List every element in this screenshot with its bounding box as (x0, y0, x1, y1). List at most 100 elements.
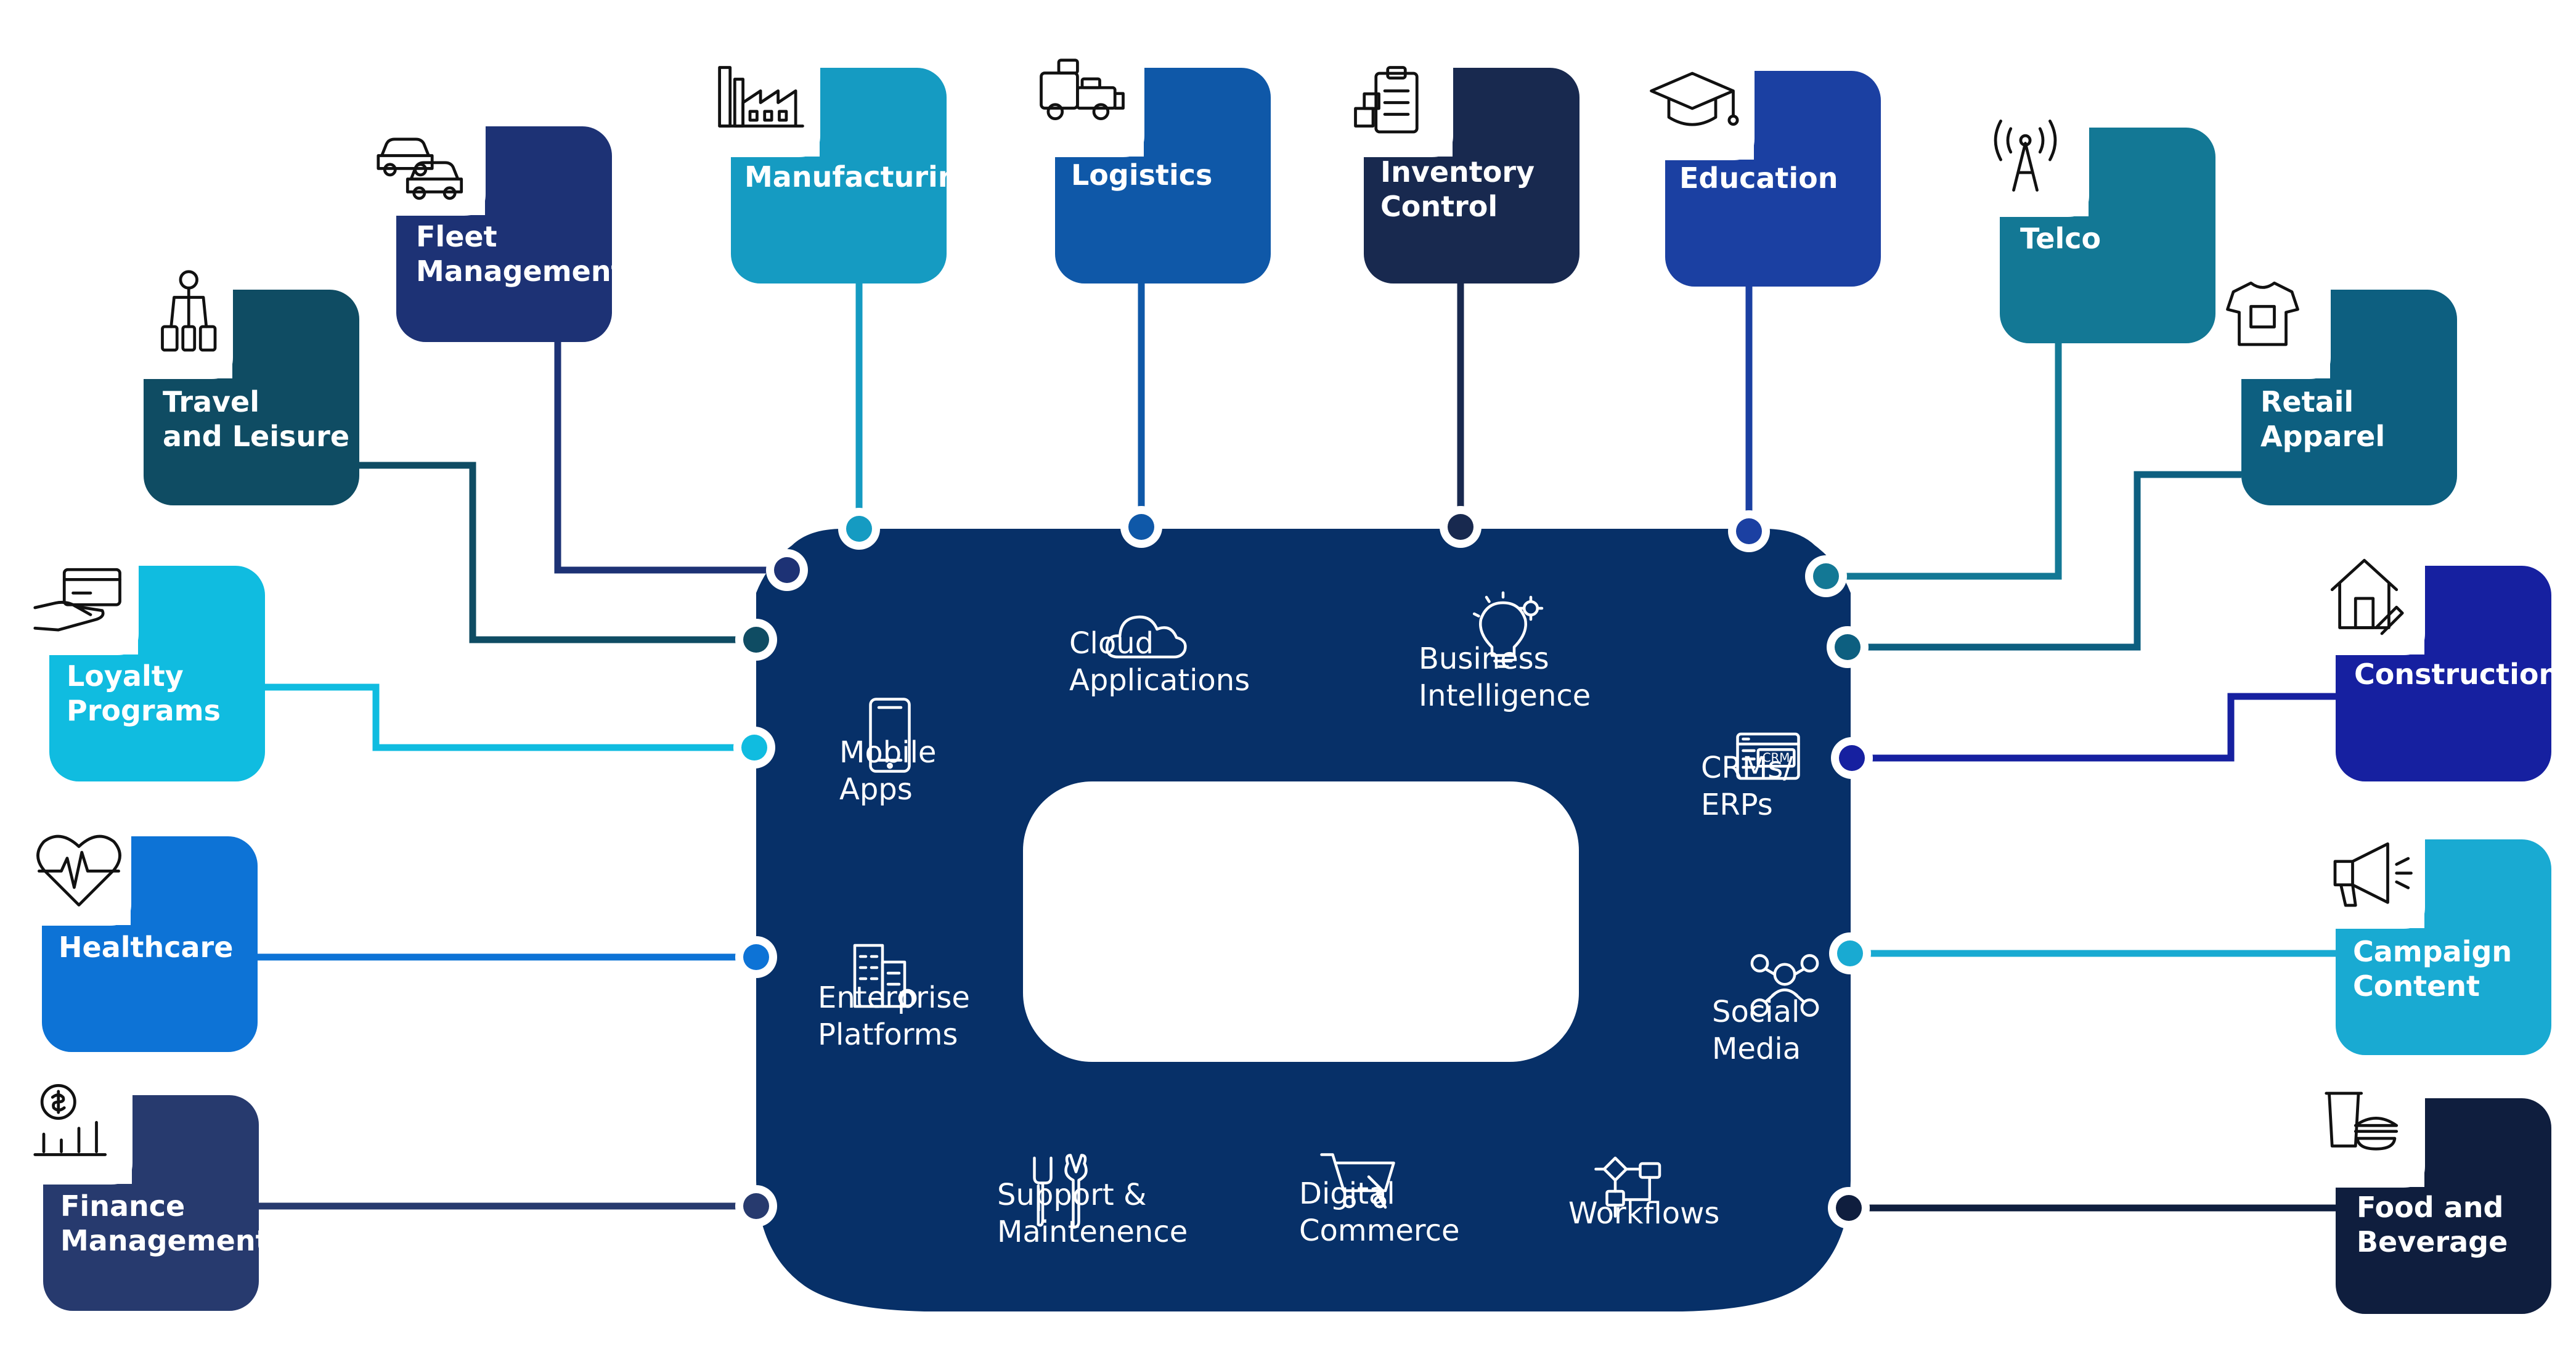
node-dot-travel (743, 627, 769, 653)
label-line: Digital (1299, 1177, 1395, 1211)
label-line: Business (1419, 642, 1549, 676)
antenna-icon (1994, 120, 2057, 192)
label-line: Food and (2357, 1191, 2503, 1224)
label-line: Cloud (1069, 626, 1154, 661)
connectors (258, 283, 2336, 1212)
card-notch (1661, 67, 1754, 160)
card-notch (2332, 1095, 2424, 1187)
node-dot-retail (1835, 634, 1861, 660)
label-line: Maintenence (997, 1215, 1188, 1249)
label-line: Fleet (416, 220, 497, 253)
label-line: Logistics (1071, 158, 1212, 192)
connector-construction (1852, 693, 2336, 762)
card-notch-edge (140, 286, 233, 379)
node-dot-fleet (774, 557, 800, 583)
heartbeat-icon (36, 834, 121, 907)
card-notch-edge (2332, 836, 2425, 929)
buildings-gear-icon (853, 944, 917, 1008)
crm-badge-text: CRM (1763, 751, 1790, 765)
card-notch-edge (1996, 124, 2089, 217)
flowchart-icon (1594, 1156, 1661, 1218)
label-line: Education (1679, 161, 1838, 195)
industry-card-construction[interactable]: Construction (2330, 558, 2559, 781)
traveler-icon (161, 270, 217, 352)
card-notch-edge (393, 123, 486, 216)
industry-card-healthcare[interactable]: Healthcare (36, 833, 258, 1052)
label-line: Beverage (2357, 1225, 2508, 1258)
truck-icon (1040, 59, 1125, 120)
label-line: Manufacturing (744, 160, 979, 194)
industry-label-education: Education (1679, 161, 1838, 195)
card-notch-edge (2332, 562, 2425, 655)
label-line: Content (2353, 969, 2480, 1003)
label-line: Inventory (1380, 155, 1535, 189)
industry-label-construction: Construction (2354, 658, 2559, 691)
graduation-cap-icon (1650, 71, 1739, 126)
industry-card-logistics[interactable]: Logistics (1040, 59, 1271, 283)
label-line: Retail (2260, 385, 2354, 418)
label-line: Telco (2020, 222, 2101, 255)
node-dot-education (1736, 518, 1762, 544)
service-label-support: Support &Maintenence (997, 1178, 1188, 1249)
card-notch-edge (46, 562, 139, 655)
industry-card-education[interactable]: Education (1650, 67, 1881, 287)
connector-loyalty (265, 683, 754, 751)
industry-card-telco[interactable]: Telco (1994, 120, 2215, 343)
label-line: CRMs/ (1701, 751, 1793, 785)
clipboard-boxes-icon (1354, 66, 1419, 134)
card-notch-edge (2238, 286, 2331, 379)
node-dot-food (1836, 1195, 1862, 1221)
service-label-workflows: Workflows (1568, 1196, 1719, 1231)
node-dot-loyalty (741, 735, 767, 761)
service-label-crm: CRMs/ERPs (1701, 751, 1793, 822)
card-notch-edge (39, 1091, 132, 1185)
social-network-icon (1750, 954, 1819, 1017)
label-line: Enterprise (818, 981, 970, 1015)
cloud-icon (1105, 615, 1187, 659)
label-line: Healthcare (59, 931, 233, 964)
node-dot-logistics (1128, 514, 1154, 540)
industry-label-telco: Telco (2020, 222, 2101, 255)
connector-nodes (733, 506, 1873, 1229)
node-dot-telco (1813, 563, 1839, 589)
connector-fleet (554, 342, 787, 574)
label-line: Programs (67, 694, 221, 727)
industry-card-manufacturing[interactable]: Manufacturing (718, 64, 979, 283)
shopping-cart-icon (1320, 1153, 1395, 1209)
service-support: Support &Maintenence (997, 1154, 1188, 1249)
node-dot-inventory (1448, 514, 1473, 540)
label-line: Intelligence (1419, 679, 1591, 713)
connector-travel (359, 462, 756, 643)
label-line: Travel (163, 385, 259, 418)
card-notch (140, 286, 232, 378)
label-line: Commerce (1299, 1213, 1460, 1248)
card-notch-edge (38, 833, 131, 926)
label-line: Platforms (818, 1018, 958, 1052)
label-line: Workflows (1568, 1196, 1719, 1231)
food-drink-icon (2325, 1091, 2399, 1151)
lightbulb-gear-icon (1472, 591, 1544, 668)
node-dot-campaign (1837, 940, 1863, 966)
